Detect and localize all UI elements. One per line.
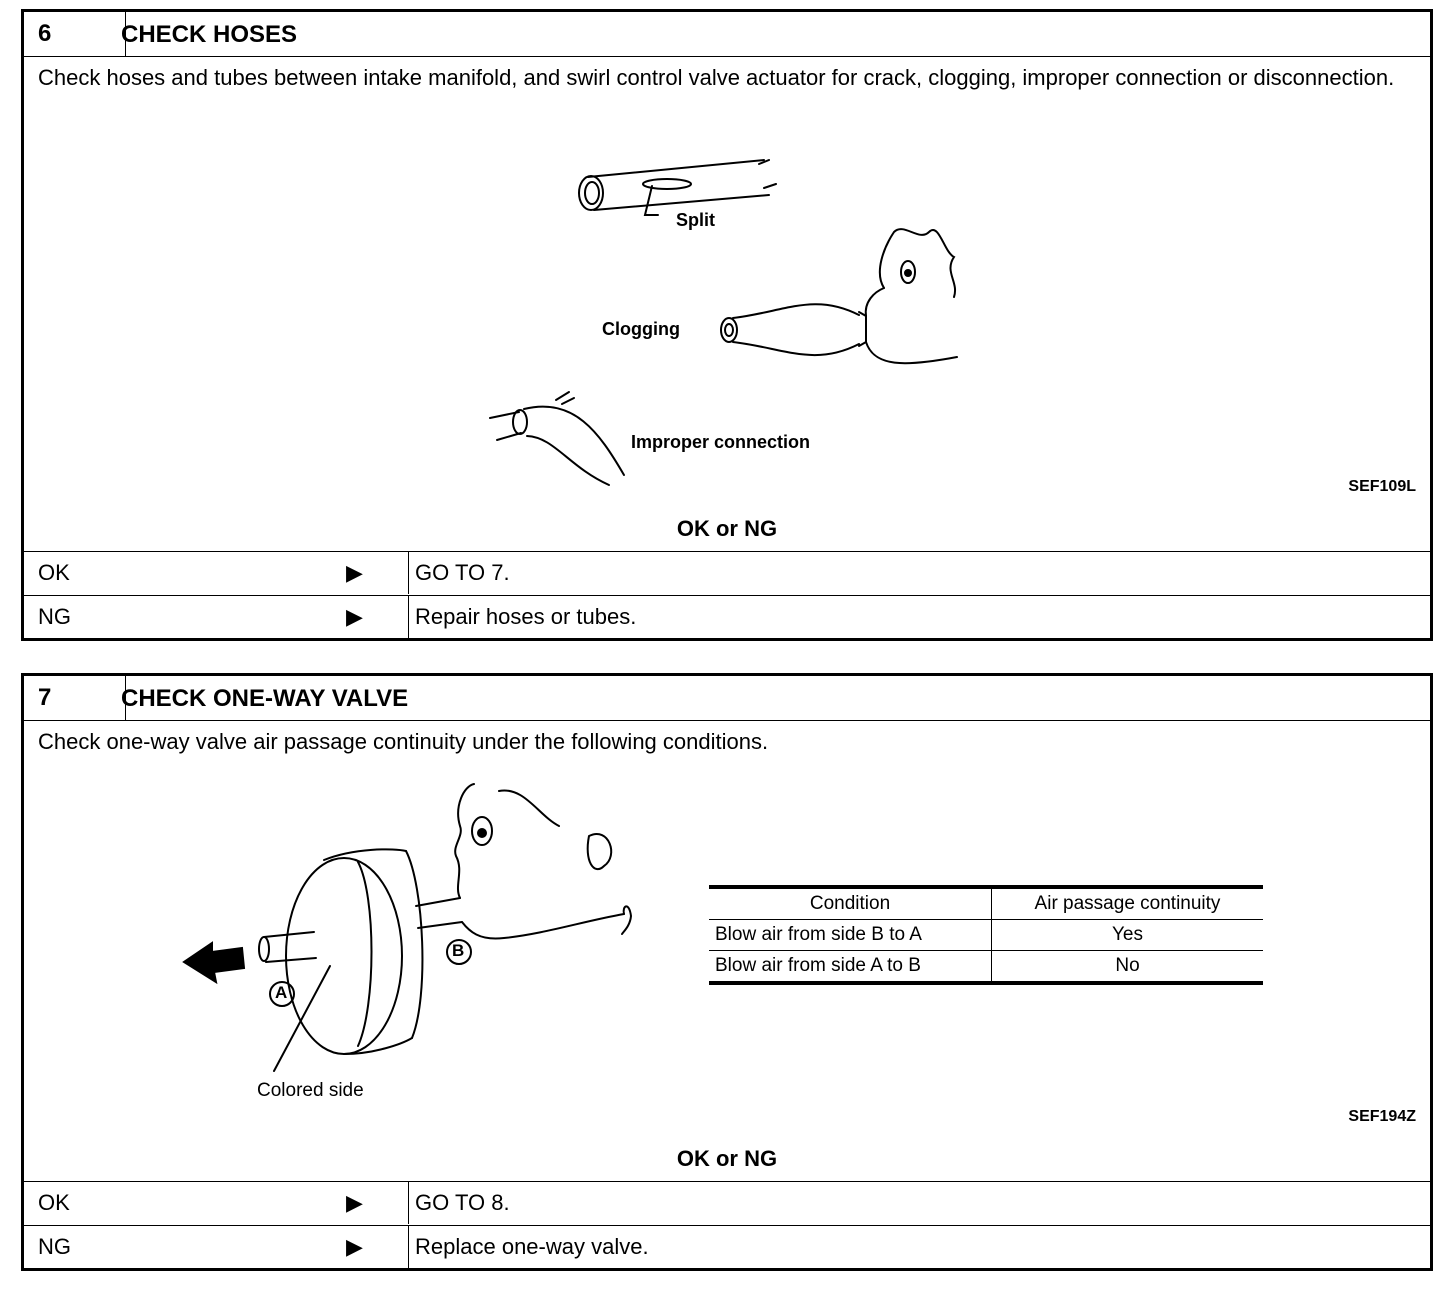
one-way-valve-illustration xyxy=(182,783,633,1072)
clogging-drawing xyxy=(720,228,958,365)
result-action: Repair hoses or tubes. xyxy=(408,596,636,638)
table-cell: No xyxy=(1115,955,1140,976)
step-title: CHECK ONE-WAY VALVE xyxy=(121,685,409,712)
arrow-right-icon: ▶ xyxy=(346,560,363,585)
table-cell: Yes xyxy=(991,919,1263,951)
step-6-panel: 6 CHECK HOSES Check hoses and tubes betw… xyxy=(21,9,1433,641)
step-title: CHECK HOSES xyxy=(121,21,298,48)
result-heading: OK or NG xyxy=(676,516,778,541)
step-instruction: Check hoses and tubes between intake man… xyxy=(38,65,1395,90)
step-7-panel: 7 CHECK ONE-WAY VALVE Check one-way valv… xyxy=(21,673,1433,1271)
split-hose-drawing xyxy=(578,159,777,216)
figure-code: SEF109L xyxy=(1348,478,1416,495)
table-cell: Blow air from side A to B xyxy=(709,950,992,983)
step-header: 7 CHECK ONE-WAY VALVE xyxy=(24,676,1430,721)
arrow-left-icon xyxy=(182,941,246,985)
step-number: 7 xyxy=(24,676,126,720)
arrow-right-icon: ▶ xyxy=(346,1190,363,1215)
improper-connection-label: Improper connection xyxy=(631,432,811,452)
clogging-label: Clogging xyxy=(602,319,680,339)
side-b-marker: B xyxy=(452,941,465,960)
result-row-ok: OK ▶ GO TO 8. xyxy=(24,1181,1430,1224)
result-label: NG xyxy=(38,1234,71,1259)
colored-side-label: Colored side xyxy=(257,1080,364,1101)
result-row-ng: NG ▶ Repair hoses or tubes. xyxy=(24,595,1430,638)
table-row: Blow air from side B to A Yes xyxy=(709,919,1263,951)
step-instruction: Check one-way valve air passage continui… xyxy=(38,729,769,754)
result-action: GO TO 8. xyxy=(408,1182,510,1224)
improper-connection-drawing xyxy=(489,391,625,486)
table-cell: Blow air from side B to A xyxy=(709,919,992,951)
result-row-ok: OK ▶ GO TO 7. xyxy=(24,551,1430,594)
result-label: OK xyxy=(38,560,70,585)
table-header: Condition xyxy=(709,887,992,920)
side-a-marker: A xyxy=(275,983,288,1002)
result-label: NG xyxy=(38,604,71,629)
result-label: OK xyxy=(38,1190,70,1215)
figure-code: SEF194Z xyxy=(1348,1108,1416,1125)
hose-defects-illustration xyxy=(489,159,958,486)
arrow-right-icon: ▶ xyxy=(346,1234,363,1259)
step-header: 6 CHECK HOSES xyxy=(24,12,1430,57)
arrow-right-icon: ▶ xyxy=(346,604,363,629)
split-label: Split xyxy=(676,210,715,230)
table-header: Air passage continuity xyxy=(991,887,1263,920)
result-heading: OK or NG xyxy=(676,1146,778,1171)
table-row: Blow air from side A to B No xyxy=(709,950,1263,983)
result-action: Replace one-way valve. xyxy=(408,1226,649,1268)
result-action: GO TO 7. xyxy=(408,552,510,594)
condition-table: Condition Air passage continuity Blow ai… xyxy=(709,885,1263,985)
table-header-row: Condition Air passage continuity xyxy=(709,887,1263,920)
result-row-ng: NG ▶ Replace one-way valve. xyxy=(24,1225,1430,1268)
step-number: 6 xyxy=(24,12,126,56)
